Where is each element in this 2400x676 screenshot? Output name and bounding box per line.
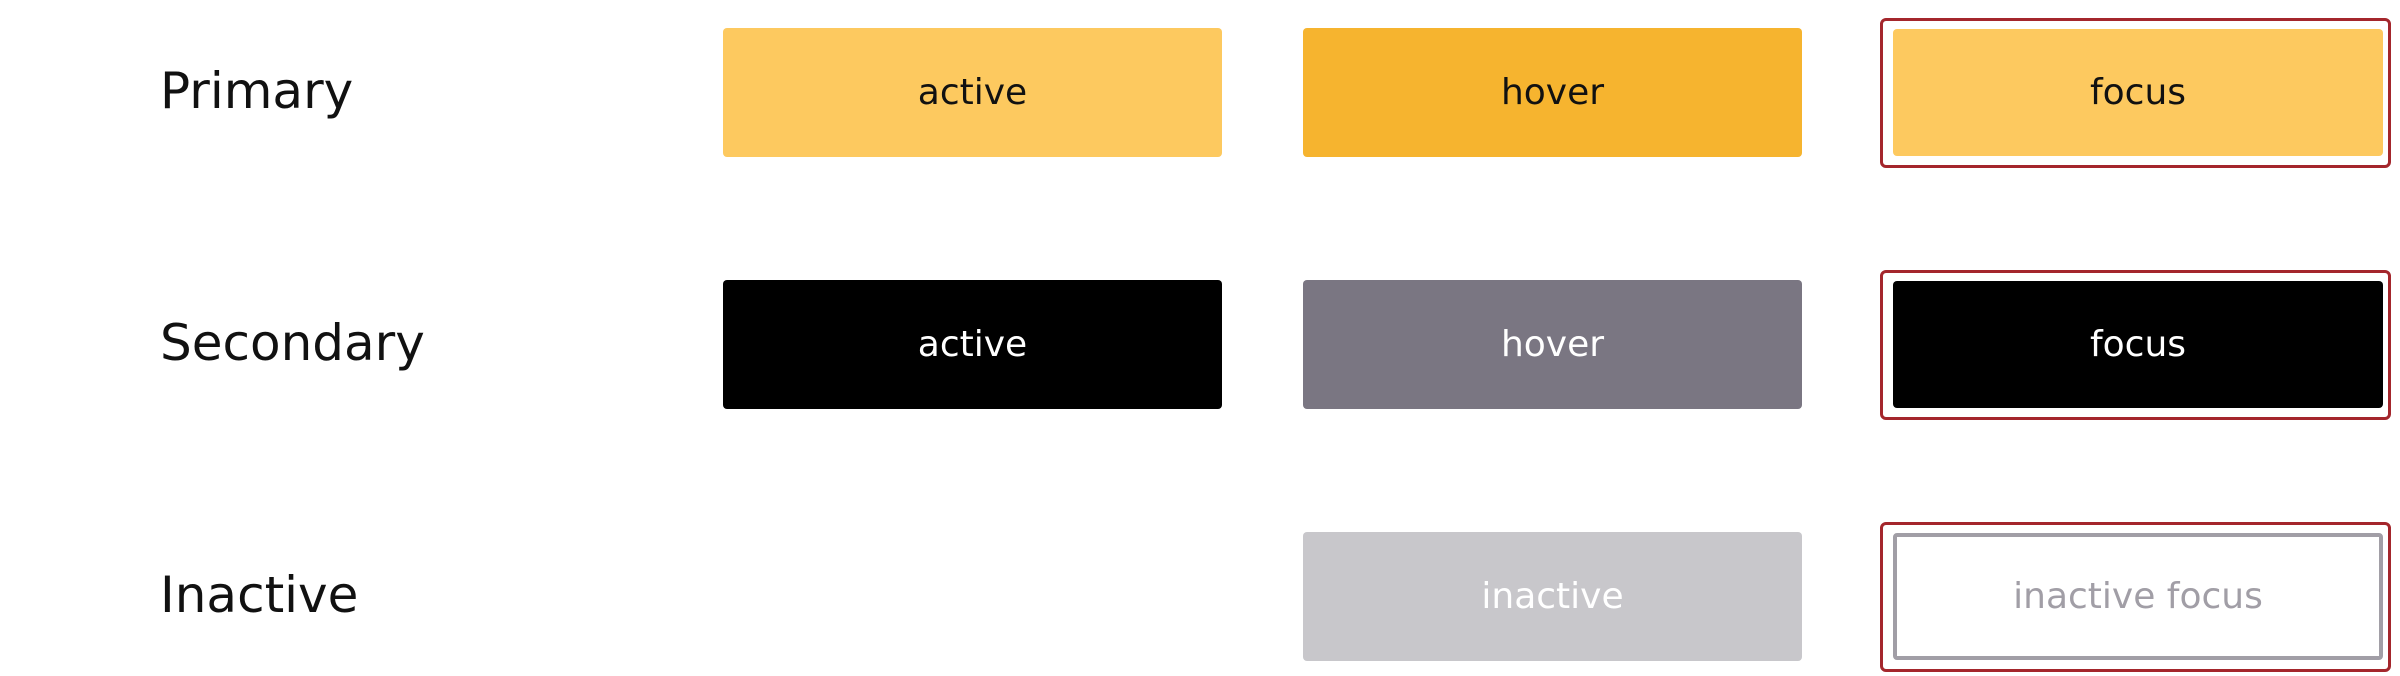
secondary-focus-button[interactable]: focus [1893, 281, 2383, 408]
secondary-active-button[interactable]: active [723, 280, 1222, 409]
row-label-inactive: Inactive [160, 566, 359, 624]
inactive-focus-ring [1880, 522, 2391, 672]
primary-focus-ring [1880, 18, 2391, 168]
inactive-button[interactable]: inactive [1303, 532, 1802, 661]
secondary-focus-ring [1880, 270, 2391, 420]
row-label-primary: Primary [160, 62, 354, 120]
inactive-focus-button[interactable]: inactive focus [1893, 533, 2383, 660]
primary-focus-button[interactable]: focus [1893, 29, 2383, 156]
row-label-secondary: Secondary [160, 314, 425, 372]
primary-hover-button[interactable]: hover [1303, 28, 1802, 157]
primary-active-button[interactable]: active [723, 28, 1222, 157]
secondary-hover-button[interactable]: hover [1303, 280, 1802, 409]
